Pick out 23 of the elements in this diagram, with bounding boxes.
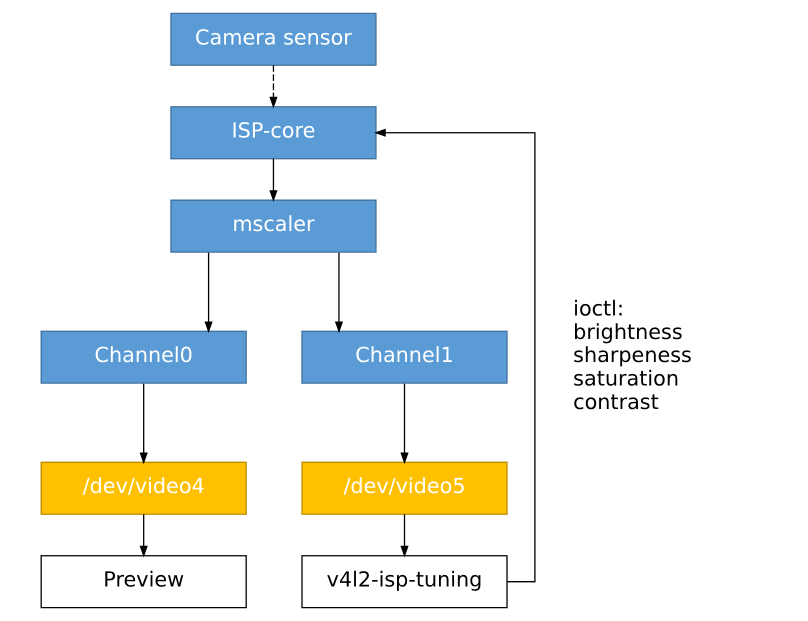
arrow xyxy=(268,65,278,108)
arrow xyxy=(139,514,148,558)
node-box: Preview xyxy=(40,555,246,608)
arrow xyxy=(334,252,343,334)
label: sharpeness xyxy=(572,343,692,368)
node-box: ISP-core xyxy=(170,106,376,160)
node-box: Camera sensor xyxy=(170,12,376,66)
arrow xyxy=(204,252,212,334)
node-box: Channel0 xyxy=(40,330,246,384)
node-box: /dev/video5 xyxy=(300,462,508,515)
arrow xyxy=(374,128,536,582)
label: ioctl: xyxy=(572,296,624,320)
arrow xyxy=(139,384,148,464)
arrow xyxy=(268,158,278,202)
label: brightness xyxy=(572,320,682,344)
arrow xyxy=(400,514,408,558)
node-box: /dev/video4 xyxy=(40,462,246,515)
label: saturation xyxy=(572,366,678,390)
node-box: mscaler xyxy=(170,200,376,253)
node-box: v4l2-isp-tuning xyxy=(300,555,508,608)
arrow xyxy=(400,384,408,464)
label: contrast xyxy=(572,390,658,414)
node-box: Channel1 xyxy=(300,330,508,384)
